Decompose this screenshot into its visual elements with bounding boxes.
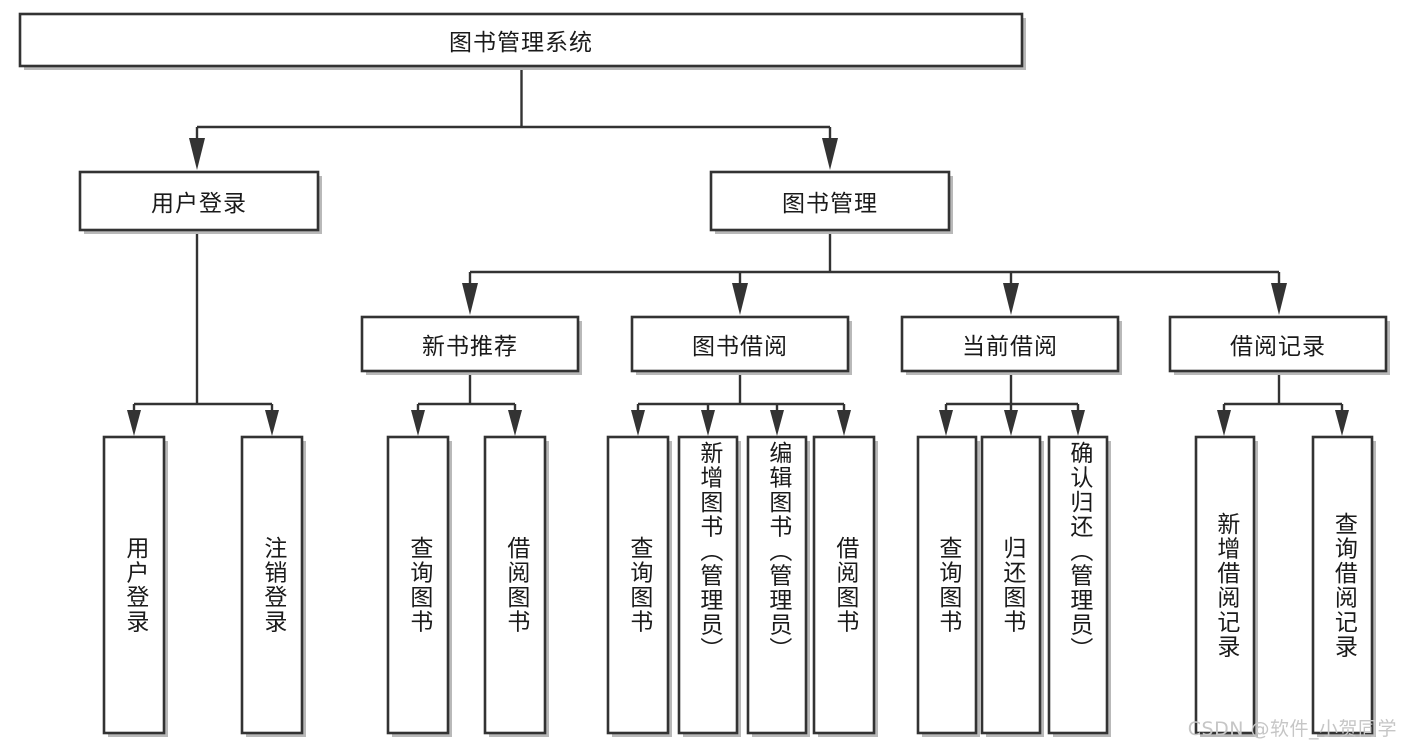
node-user-login[interactable] — [78, 170, 320, 232]
node-leaf-add-record[interactable] — [1194, 435, 1256, 735]
arrow-to-new-book-rec — [462, 283, 478, 315]
arrow-to-leaf-confirm-return — [1071, 410, 1085, 436]
arrow-to-leaf-query-book-2 — [631, 410, 645, 436]
node-leaf-query-book-2[interactable] — [606, 435, 670, 735]
arrow-to-leaf-borrow-book-1 — [508, 410, 522, 436]
arrow-to-current-borrow — [1003, 283, 1019, 315]
arrow-to-leaf-borrow-book-2 — [837, 410, 851, 436]
node-leaf-confirm-return[interactable] — [1047, 435, 1109, 735]
node-root[interactable] — [18, 12, 1024, 68]
node-leaf-edit-book[interactable] — [746, 435, 808, 735]
node-layer — [18, 12, 1390, 737]
arrow-to-leaf-add-record — [1217, 410, 1231, 436]
arrow-to-leaf-user-login — [127, 410, 141, 436]
arrow-to-leaf-user-logout — [265, 410, 279, 436]
node-leaf-query-book-3[interactable] — [916, 435, 978, 735]
node-leaf-user-login[interactable] — [102, 435, 166, 735]
node-borrow-record[interactable] — [1168, 315, 1388, 373]
arrow-to-leaf-query-record — [1335, 410, 1349, 436]
arrow-to-book-borrow — [732, 283, 748, 315]
connector-layer — [127, 69, 1349, 436]
arrow-to-user-login — [189, 138, 205, 170]
node-leaf-borrow-book-1[interactable] — [483, 435, 547, 735]
node-leaf-add-book[interactable] — [677, 435, 739, 735]
node-leaf-user-logout[interactable] — [240, 435, 304, 735]
arrow-to-leaf-add-book — [701, 410, 715, 436]
node-leaf-query-book-1[interactable] — [386, 435, 450, 735]
node-new-book-rec[interactable] — [360, 315, 580, 373]
arrow-to-leaf-return-book — [1004, 410, 1018, 436]
arrow-to-borrow-record — [1271, 283, 1287, 315]
node-current-borrow[interactable] — [900, 315, 1120, 373]
node-leaf-query-record[interactable] — [1311, 435, 1374, 735]
arrow-to-leaf-query-book-1 — [411, 410, 425, 436]
arrow-to-leaf-query-book-3 — [939, 410, 953, 436]
node-book-manage[interactable] — [709, 170, 951, 232]
node-leaf-borrow-book-2[interactable] — [812, 435, 876, 735]
node-book-borrow[interactable] — [630, 315, 850, 373]
node-leaf-return-book[interactable] — [980, 435, 1042, 735]
arrow-to-leaf-edit-book — [770, 410, 784, 436]
arrow-to-book-manage — [822, 138, 838, 170]
